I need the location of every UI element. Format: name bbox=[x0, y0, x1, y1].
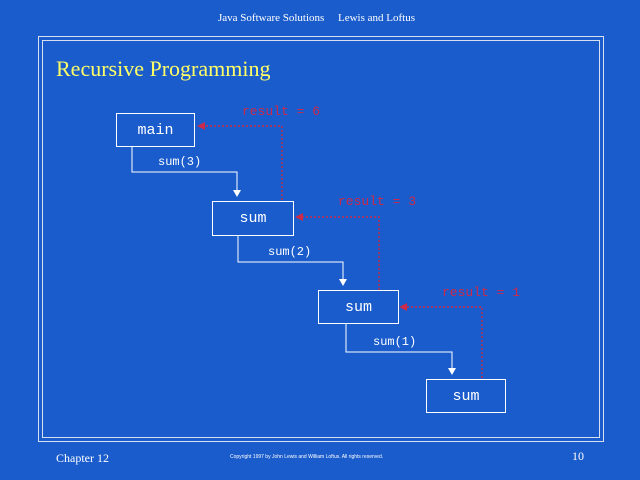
return-arrow-1 bbox=[203, 125, 283, 200]
page-number: 10 bbox=[572, 449, 584, 463]
slide-frame-outer bbox=[38, 36, 604, 442]
call-label-3: sum(1) bbox=[373, 335, 417, 349]
book-authors: Lewis and Loftus bbox=[338, 12, 415, 24]
copyright-notice: Copyright 1997 by John Lewis and William… bbox=[230, 454, 384, 460]
sum-box-1: sum bbox=[212, 201, 294, 236]
call-label-2: sum(2) bbox=[268, 245, 312, 259]
call-arrow-2 bbox=[237, 236, 347, 286]
call-arrow-3 bbox=[345, 324, 456, 375]
return-arrow-2 bbox=[301, 216, 380, 290]
main-box: main bbox=[116, 113, 195, 147]
sum-box-3: sum bbox=[426, 379, 506, 413]
book-title: Java Software Solutions bbox=[218, 12, 325, 24]
result-label-1: result = 6 bbox=[242, 104, 321, 119]
call-arrow-1 bbox=[131, 147, 241, 197]
return-arrow-3 bbox=[405, 306, 483, 378]
return-arrowhead-2 bbox=[295, 213, 303, 221]
slide-title: Recursive Programming bbox=[56, 56, 271, 81]
return-arrowhead-1 bbox=[197, 122, 205, 130]
return-arrowhead-3 bbox=[399, 303, 407, 311]
result-label-2: result = 3 bbox=[338, 194, 417, 209]
call-label-1: sum(3) bbox=[158, 155, 202, 169]
result-label-3: result = 1 bbox=[442, 285, 521, 300]
slide-frame-inner bbox=[42, 40, 600, 438]
sum-box-2: sum bbox=[318, 290, 399, 324]
chapter-label: Chapter 12 bbox=[56, 451, 109, 465]
